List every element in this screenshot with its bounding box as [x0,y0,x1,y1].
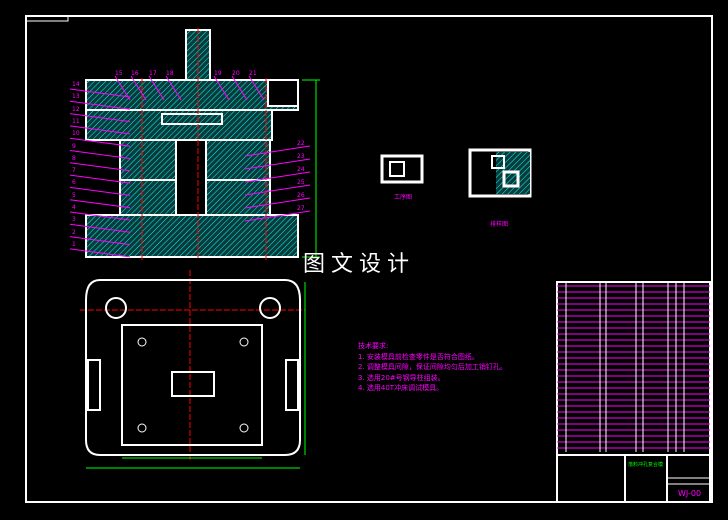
leader-line [165,75,182,101]
technical-requirements: 技术要求: 1. 安装模具前检查零件是否符合图纸。 2. 调整模具间隙，保证间隙… [358,341,507,394]
requirements-title: 技术要求: [358,342,389,350]
part-number-label: 18 [166,70,174,77]
part-number-label: 14 [72,81,80,88]
leader-line [114,75,131,101]
leader-line [69,199,131,209]
leader-line [69,137,131,147]
part-number-label: 2 [72,228,76,236]
leader-line [69,223,131,233]
requirement-item: 2. 调整模具间隙，保证间隙均匀后加工销钉孔。 [358,363,507,371]
drawing-title: 落料冲孔复合模 [628,462,664,468]
leader-line [69,100,131,110]
leader-line [244,158,311,170]
requirement-item: 3. 选用20#号钢导柱组装。 [358,373,445,382]
part-number-label: 10 [72,130,80,138]
dimension-lines [86,79,320,469]
leader-line [69,174,131,184]
leader-line [231,75,248,101]
part-number-label: 13 [72,93,80,101]
part-number-label: 6 [72,179,76,187]
leader-lines [69,75,311,258]
part-number-label: 8 [72,154,76,162]
part-number-label: 15 [115,70,123,77]
part-number-label: 19 [214,70,222,77]
process-drawing [380,154,424,184]
leader-line [130,75,147,101]
part-number-label: 22 [297,140,305,147]
drawing-number: WJ-00 [678,489,702,498]
part-number-label: 23 [297,153,305,160]
leader-line [69,248,131,258]
leader-line [69,162,131,172]
part-number-label: 9 [72,142,76,150]
leader-line [69,186,131,196]
part-number-label: 7 [72,167,76,175]
leader-line [244,197,311,209]
leader-line [69,88,131,98]
leader-line [69,211,131,221]
centerlines [80,28,305,460]
part-number-label: 20 [232,70,240,77]
leader-line [244,210,311,222]
part-number-label: 27 [297,205,305,212]
leader-line [148,75,165,101]
watermark: 图文设计 [303,252,416,277]
leader-line [244,145,311,157]
part-number-label: 4 [72,204,76,211]
layout-drawing [468,148,532,198]
drawing-frame [25,15,713,503]
leader-line [244,171,311,183]
part-number-label: 16 [131,70,139,77]
leader-line [213,75,230,101]
parts-list-table [556,281,711,503]
part-number-label: 11 [72,117,80,125]
section-view [85,29,299,258]
layout-drawing-label: 排样图 [490,221,509,228]
part-number-label: 21 [249,70,257,77]
requirement-item: 4. 选用40T冲床调试模具。 [358,384,444,392]
plan-view [85,279,301,456]
part-number-label: 1 [72,240,76,248]
leader-line [69,125,131,135]
process-drawing-label: 工序图 [394,194,413,201]
part-number-label: 26 [297,192,305,199]
leader-line [69,113,131,123]
plan-holes [137,337,249,433]
part-number-label: 5 [72,191,76,199]
leader-line [244,184,311,196]
leader-line [69,236,131,246]
requirement-item: 1. 安装模具前检查零件是否符合图纸。 [358,352,479,361]
part-number-label: 17 [149,70,157,77]
part-number-label: 3 [72,216,76,224]
part-number-label: 12 [72,105,80,113]
leader-line [248,75,265,101]
corner-tab [25,15,69,22]
leader-line [69,150,131,159]
part-number-label: 25 [297,179,305,186]
part-number-label: 24 [297,166,305,173]
